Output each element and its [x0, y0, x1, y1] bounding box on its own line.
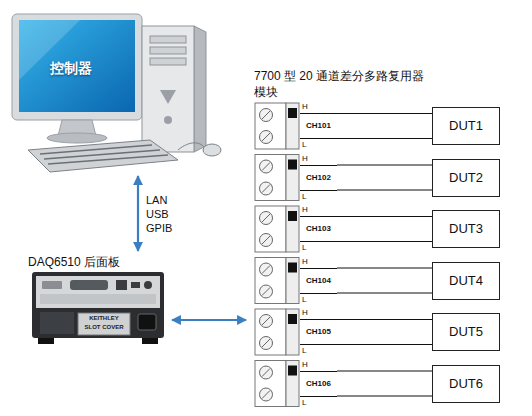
channel-box: CH105	[300, 319, 337, 345]
high-terminal-label: H	[302, 102, 308, 111]
panel-strip	[40, 294, 156, 304]
dut-label: DUT4	[449, 263, 483, 299]
high-terminal-label: H	[302, 257, 308, 266]
daq-instrument: DAQ6510 后面板	[28, 255, 168, 347]
tower-vent	[160, 90, 176, 104]
tower-front	[142, 26, 194, 152]
signal-wire	[337, 165, 432, 166]
signal-wire	[337, 344, 432, 345]
dut-label: DUT6	[449, 366, 483, 402]
high-terminal-label: H	[302, 308, 308, 317]
interface-label: LAN USB GPIB	[144, 193, 174, 235]
dut-box: DUT5	[432, 313, 500, 351]
signal-wire	[337, 190, 432, 191]
link-arrow	[137, 176, 139, 251]
dut-box: DUT6	[432, 365, 500, 403]
power-socket	[138, 314, 156, 330]
multiplexer-module: 7700 型 20 通道差分多路复用器 模块CH101CH102CH103CH1…	[250, 68, 365, 408]
terminal-strip	[42, 281, 62, 289]
computer-illustration	[12, 14, 221, 172]
drive-bay	[150, 36, 186, 43]
terminal-blocks	[255, 103, 299, 407]
channel-label: CH106	[300, 372, 337, 396]
dut-label: DUT5	[449, 314, 483, 350]
signal-wire	[337, 319, 432, 320]
instrument-foot	[38, 338, 54, 344]
signal-wire	[337, 138, 432, 139]
connector-panel	[36, 276, 160, 308]
signal-wire	[337, 293, 432, 294]
high-terminal-label: H	[302, 360, 308, 369]
terminal-block	[255, 309, 299, 355]
heading-label: 7700 型 20 通道差分多路复用器 模块	[254, 68, 432, 100]
slot-cover-label: SLOT COVER	[78, 324, 130, 331]
instrument-body	[32, 272, 164, 338]
high-terminal-label: H	[302, 154, 308, 163]
monitor-base	[47, 133, 107, 143]
channel-box: CH106	[300, 371, 337, 397]
tower-side	[194, 26, 206, 152]
dut-box: DUT4	[432, 262, 500, 300]
dut-box: DUT1	[432, 107, 500, 145]
usb-port	[131, 282, 140, 288]
mouse-cable	[178, 143, 204, 150]
drive-bay	[150, 58, 186, 65]
low-terminal-label: L	[302, 140, 306, 149]
channel-label: CH103	[300, 217, 337, 241]
terminal-block	[255, 103, 299, 149]
channel-box: CH104	[300, 268, 337, 294]
monitor-frame	[12, 14, 142, 120]
controller-computer: 控制器	[10, 12, 235, 172]
terminal-block	[255, 361, 299, 407]
instrument-foot	[142, 338, 158, 344]
key-row	[48, 155, 168, 164]
dut-box: DUT3	[432, 210, 500, 248]
channel-box: CH101	[300, 113, 337, 139]
daq-rear-panel	[32, 272, 164, 344]
low-terminal-label: L	[302, 192, 306, 201]
link-arrow	[172, 319, 246, 321]
high-terminal-label: H	[302, 205, 308, 214]
dut-label: DUT3	[449, 211, 483, 247]
signal-wire	[337, 371, 432, 372]
brand-label: KEITHLEY	[78, 315, 130, 322]
channel-label: CH102	[300, 166, 337, 190]
monitor-screen	[19, 20, 135, 112]
channel-label: CH105	[300, 320, 337, 344]
channel-box: CH102	[300, 165, 337, 191]
slot-cover-plate	[78, 313, 130, 335]
dut-label: DUT1	[449, 108, 483, 144]
heading-label: DAQ6510 后面板	[28, 255, 168, 270]
signal-wire	[337, 216, 432, 217]
low-terminal-label: L	[302, 295, 306, 304]
screen-label: 控制器	[50, 60, 92, 78]
signal-wire	[337, 268, 432, 269]
drive-bay	[150, 47, 186, 54]
power-button	[164, 116, 172, 124]
low-terminal-label: L	[302, 346, 306, 355]
dut-label: DUT2	[449, 160, 483, 196]
terminal-block	[255, 206, 299, 252]
channel-box: CH103	[300, 216, 337, 242]
bnc-connector	[144, 281, 152, 289]
dut-box: DUT2	[432, 159, 500, 197]
low-terminal-label: L	[302, 398, 306, 407]
db-connector	[70, 280, 108, 290]
low-terminal-label: L	[302, 243, 306, 252]
channel-label: CH104	[300, 269, 337, 293]
terminal-block	[255, 258, 299, 304]
terminal-block	[255, 155, 299, 201]
channel-label: CH101	[300, 114, 337, 138]
signal-wire	[337, 113, 432, 114]
lan-port	[116, 280, 127, 290]
fan-grille	[40, 312, 74, 334]
signal-wire	[337, 396, 432, 397]
keyboard	[28, 140, 178, 172]
signal-wire	[337, 241, 432, 242]
mouse	[203, 144, 221, 156]
